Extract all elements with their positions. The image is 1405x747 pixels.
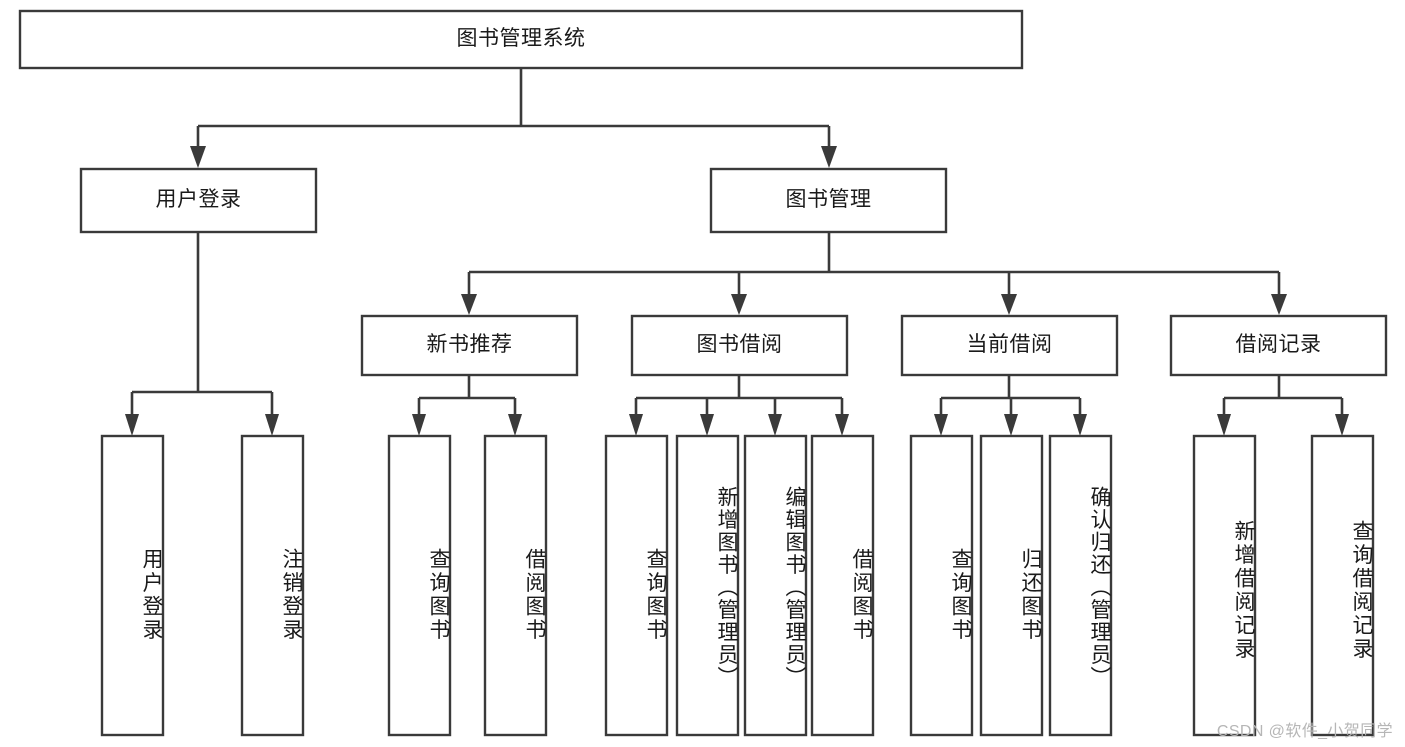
node-box-borrow-record[interactable] [1169,314,1388,377]
node-box-leaf-logout-login[interactable] [240,434,305,737]
node-box-leaf-edit-book-admin[interactable] [743,434,808,737]
connector-userlogin-to-leaves [125,232,279,436]
node-box-leaf-add-borrow-record[interactable] [1192,434,1257,737]
node-box-leaf-borrow-book-2[interactable] [810,434,875,737]
node-box-leaf-query-book-3[interactable] [909,434,974,737]
node-box-book-management[interactable] [709,167,948,234]
node-box-leaf-query-book-2[interactable] [604,434,669,737]
node-box-new-book-recommend[interactable] [360,314,579,377]
node-box-book-borrow[interactable] [630,314,849,377]
connector-currentborrow-to-leaves [934,375,1087,436]
node-box-leaf-query-borrow-record[interactable] [1310,434,1375,737]
node-box-user-login[interactable] [79,167,318,234]
node-box-leaf-add-book-admin[interactable] [675,434,740,737]
node-box-root[interactable] [18,9,1024,70]
node-box-leaf-confirm-return-admin[interactable] [1048,434,1113,737]
node-box-leaf-query-book-1[interactable] [387,434,452,737]
watermark-text: CSDN @软件_小贺同学 [1216,723,1393,740]
connector-bookborrow-to-leaves [629,375,849,436]
node-box-leaf-borrow-book-1[interactable] [483,434,548,737]
connector-bookmgmt-to-level3 [461,232,1287,315]
connector-borrowrecord-to-leaves [1217,375,1349,436]
node-box-leaf-return-book[interactable] [979,434,1044,737]
connector-newbook-to-leaves [412,375,522,436]
node-box-leaf-user-login[interactable] [100,434,165,737]
node-box-current-borrow[interactable] [900,314,1119,377]
connector-root-to-level2 [190,68,837,168]
